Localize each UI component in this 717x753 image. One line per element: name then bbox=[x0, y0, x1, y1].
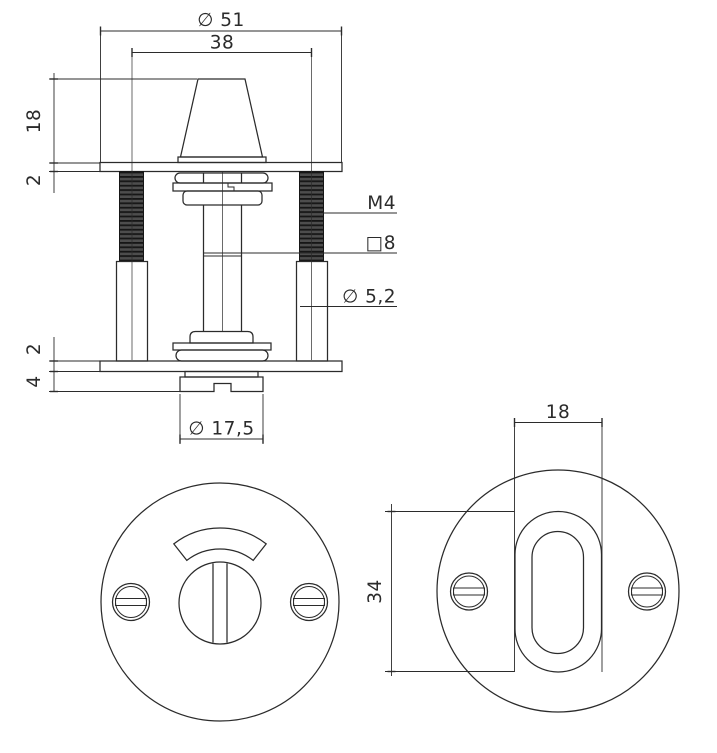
spindle-foot-stack bbox=[172, 330, 272, 362]
dim-overall-diameter bbox=[99, 26, 343, 162]
dim-boss-diameter bbox=[179, 394, 264, 444]
threaded-screw-left bbox=[119, 171, 144, 262]
front-view-oval bbox=[436, 469, 680, 713]
oval-view-dimensions bbox=[385, 418, 603, 676]
top-rosette-plate-section bbox=[99, 161, 343, 173]
leader-lines bbox=[203, 212, 397, 307]
dim-text-oval-34: 34 bbox=[365, 579, 386, 604]
dim-text-18: 18 bbox=[24, 109, 45, 134]
label-text-m4: M4 bbox=[367, 193, 396, 214]
dim-text-2-top: 2 bbox=[24, 174, 45, 186]
label-text-diameter-5-2: ∅ 5,2 bbox=[342, 287, 396, 308]
front-view-turn bbox=[100, 482, 340, 722]
turn-knob-front bbox=[178, 561, 262, 645]
dim-text-2-bottom: 2 bbox=[24, 343, 45, 355]
dim-knob-height-and-plate bbox=[49, 73, 197, 193]
section-view bbox=[99, 78, 343, 393]
dim-oval-height bbox=[385, 504, 515, 676]
dim-text-4: 4 bbox=[24, 375, 45, 387]
oval-boss bbox=[514, 510, 603, 673]
turn-knob-cone bbox=[177, 78, 267, 164]
bottom-boss bbox=[179, 370, 264, 393]
label-text-square-8: □8 bbox=[366, 233, 396, 254]
screw-left-oval-view bbox=[449, 572, 489, 611]
square-spindle bbox=[202, 171, 243, 332]
screw-right bbox=[289, 582, 329, 622]
dim-screw-spacing bbox=[131, 48, 313, 360]
sleeve-right bbox=[295, 260, 329, 362]
dim-text-38: 38 bbox=[210, 33, 235, 54]
screw-right-oval-view bbox=[627, 572, 667, 611]
section-dimensions bbox=[49, 26, 397, 444]
rosette-outline-right bbox=[436, 469, 680, 713]
screw-left bbox=[111, 582, 151, 622]
rosette-outline-left bbox=[100, 482, 340, 722]
dim-bottom-plate-and-boss bbox=[49, 337, 180, 393]
indicator-arc bbox=[172, 527, 268, 562]
bottom-rosette-plate-section bbox=[99, 360, 343, 373]
dim-text-oval-18: 18 bbox=[546, 402, 571, 423]
dim-text-diameter-51: ∅ 51 bbox=[197, 10, 245, 31]
dim-text-diameter-17-5: ∅ 17,5 bbox=[188, 419, 254, 440]
dim-oval-width bbox=[513, 418, 603, 672]
